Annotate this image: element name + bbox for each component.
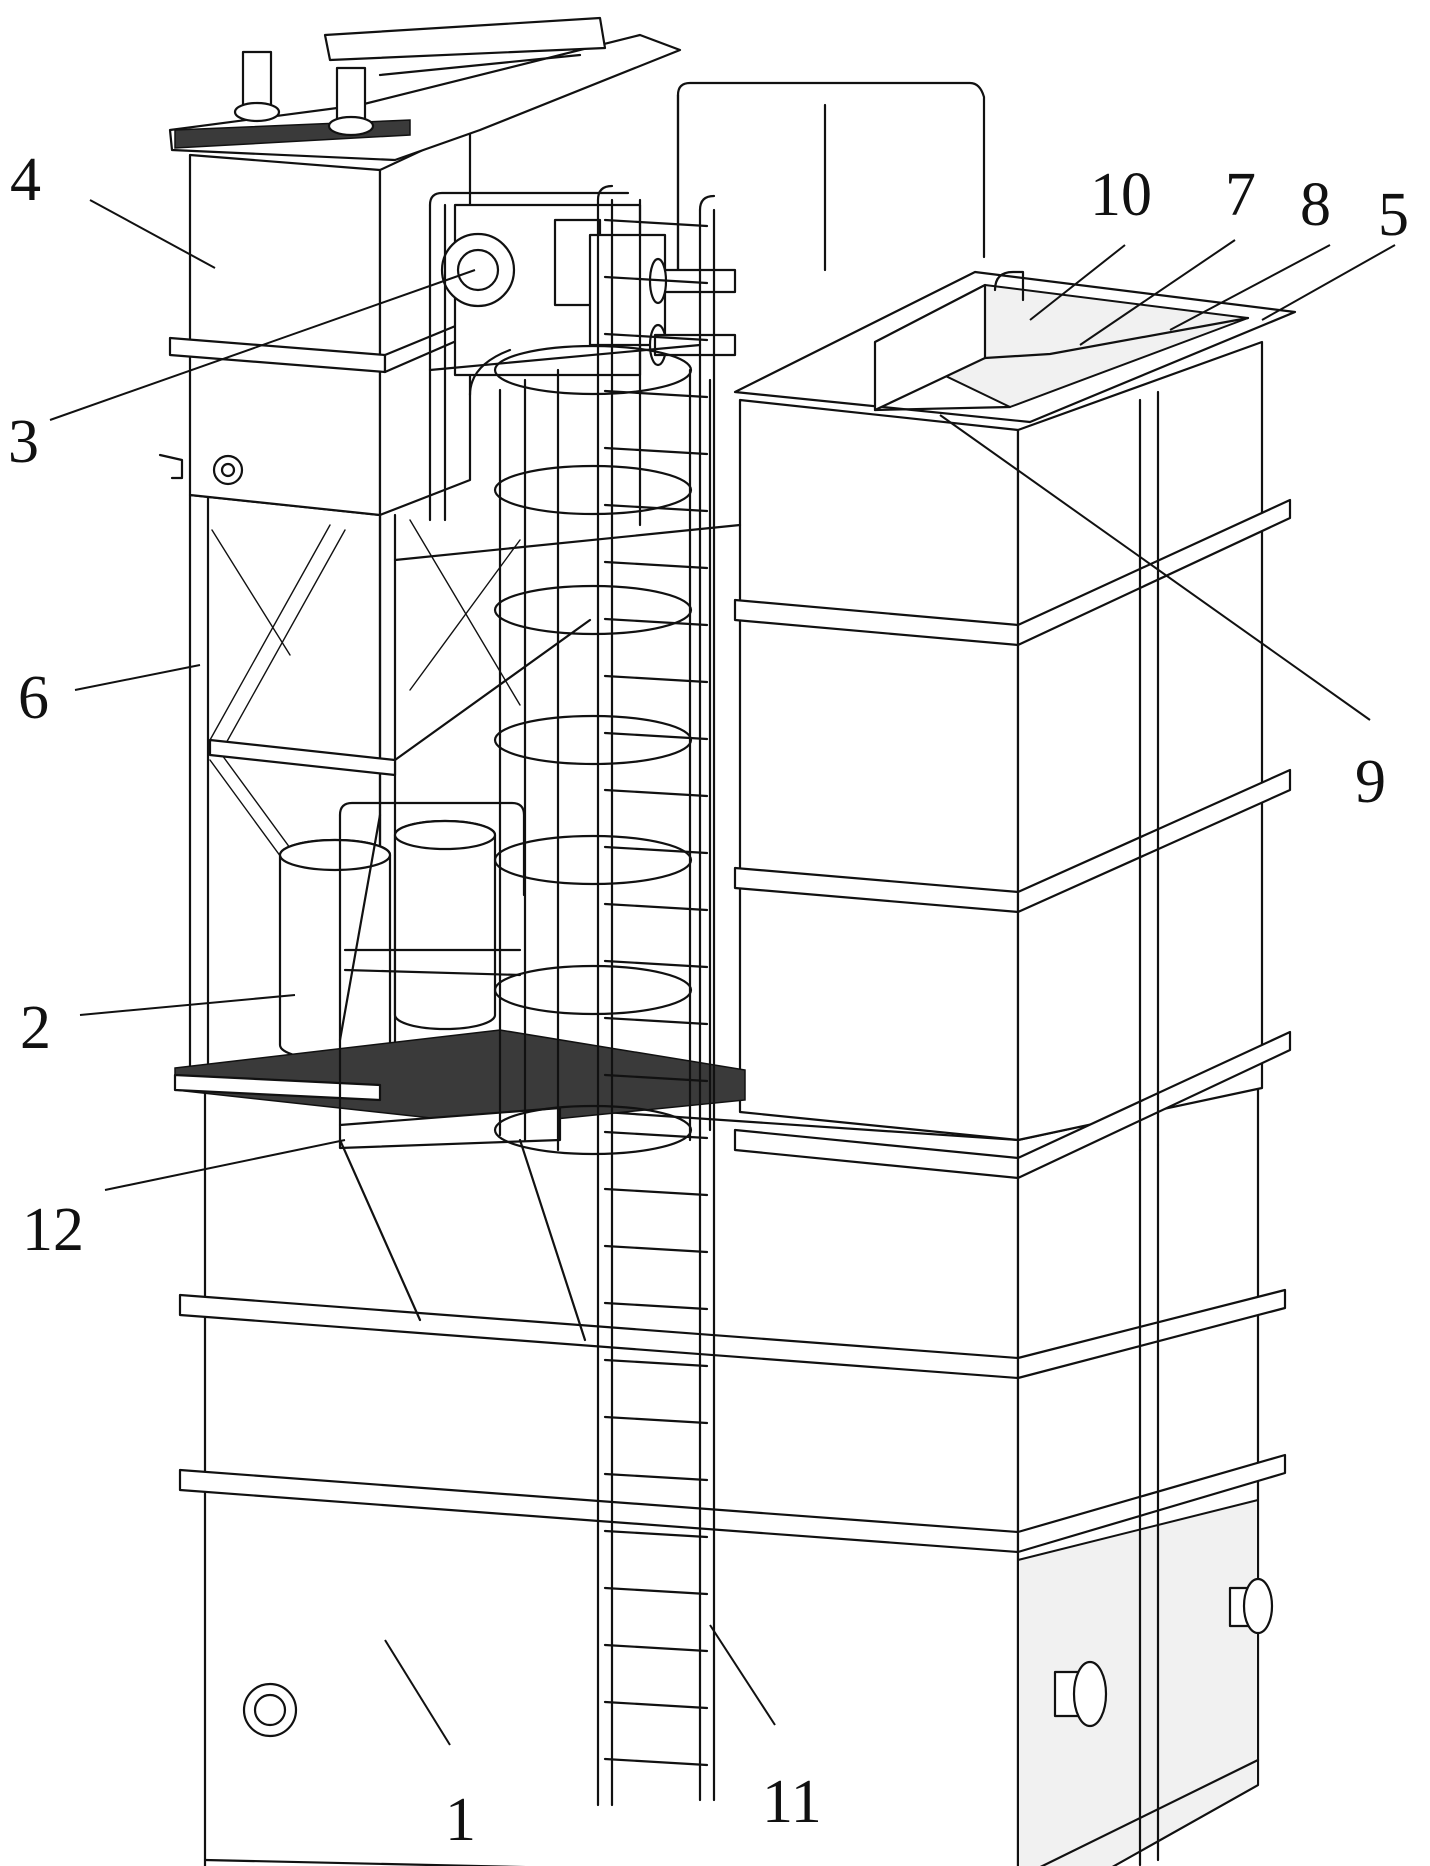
ladder-rung bbox=[603, 1244, 709, 1254]
callouts: 4 3 6 2 12 1 11 9 10 7 8 5 bbox=[8, 146, 1409, 1854]
agitator-motor-left bbox=[233, 50, 281, 123]
ladder-rung bbox=[603, 959, 709, 969]
ladder-rung bbox=[603, 1529, 709, 1539]
callout-12: 12 bbox=[22, 1196, 84, 1264]
callout-10: 10 bbox=[1090, 161, 1152, 229]
lower-tank bbox=[178, 1083, 1287, 1866]
ladder-rung bbox=[603, 1073, 709, 1083]
callout-7: 7 bbox=[1225, 161, 1256, 229]
ladder-rung bbox=[603, 731, 709, 741]
ladder-rung bbox=[603, 332, 709, 342]
ladder-rung bbox=[603, 902, 709, 912]
ladder-rung bbox=[603, 674, 709, 684]
ladder-rung bbox=[603, 218, 709, 228]
callout-5: 5 bbox=[1378, 181, 1409, 249]
ladder-rung bbox=[603, 503, 709, 513]
leader-lines bbox=[49, 199, 1396, 1746]
ladder-rung bbox=[603, 1472, 709, 1482]
ladder-rungs bbox=[603, 218, 709, 1767]
ladder-rung bbox=[603, 788, 709, 798]
ladder-rung bbox=[603, 1301, 709, 1311]
callout-9: 9 bbox=[1355, 748, 1386, 816]
ladder-rung bbox=[603, 845, 709, 855]
bottom-nozzle-right bbox=[1053, 1660, 1108, 1728]
ladder-rung bbox=[603, 560, 709, 570]
top-handrail bbox=[676, 81, 986, 277]
ladder-rung bbox=[603, 1757, 709, 1767]
right-upper-tank bbox=[733, 270, 1297, 1180]
callout-1: 1 bbox=[445, 1786, 476, 1854]
ladder-rung bbox=[603, 1700, 709, 1710]
ladder-rung bbox=[603, 1130, 709, 1140]
chemical-drum bbox=[278, 819, 497, 1062]
ladder-rung bbox=[603, 1187, 709, 1197]
callout-6: 6 bbox=[18, 664, 49, 732]
agitator-motor-right bbox=[327, 66, 375, 137]
callout-2: 2 bbox=[20, 994, 51, 1062]
ladder-rung bbox=[603, 1586, 709, 1596]
ladder-rung bbox=[603, 446, 709, 456]
ladder-rung bbox=[603, 617, 709, 627]
callout-4: 4 bbox=[10, 146, 41, 214]
ladder-rung bbox=[603, 275, 709, 285]
ladder-rung bbox=[603, 1358, 709, 1368]
callout-3: 3 bbox=[8, 408, 39, 476]
bottom-nozzle-far-right bbox=[1228, 1577, 1274, 1635]
platform bbox=[173, 801, 746, 1342]
callout-8: 8 bbox=[1300, 171, 1331, 239]
ladder-rung bbox=[603, 1016, 709, 1026]
bottom-nozzle-left bbox=[242, 1682, 298, 1738]
ladder-rung bbox=[603, 1415, 709, 1425]
caged-ladder bbox=[493, 184, 716, 1807]
tank-4 bbox=[158, 16, 682, 517]
callout-11: 11 bbox=[762, 1768, 822, 1836]
ladder-rung bbox=[603, 1643, 709, 1653]
ladder-rung bbox=[603, 389, 709, 399]
